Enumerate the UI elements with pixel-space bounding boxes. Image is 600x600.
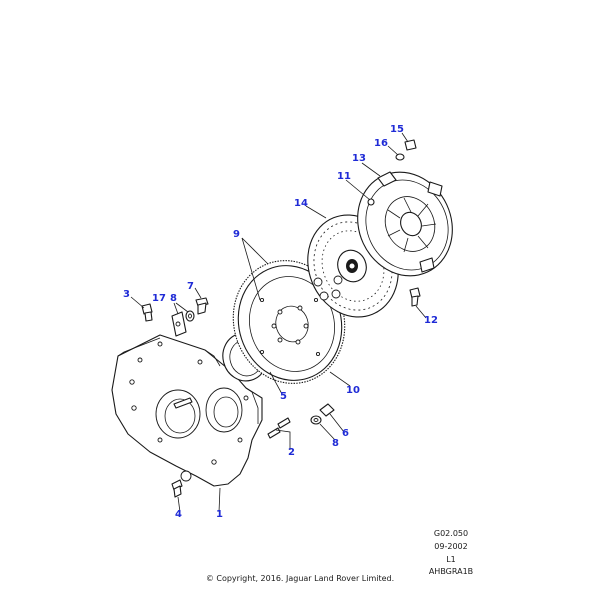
callout-12: 12	[424, 315, 438, 326]
callout-16: 16	[374, 138, 388, 149]
figure-date: 09-2002	[434, 542, 468, 551]
figure-code: G02.050	[433, 529, 469, 538]
dowels-2	[267, 417, 291, 439]
bolt-12	[409, 287, 421, 307]
bolt-4	[171, 479, 183, 498]
adaptor-plate	[111, 334, 263, 487]
callouts: 1 2 3 4 5 6 7 8 8 9 10 11 12 13 14 15 16…	[123, 124, 438, 520]
figure-level: L1	[446, 555, 456, 564]
callout-5: 5	[280, 391, 287, 402]
washer-8-upper	[185, 310, 195, 322]
callout-10: 10	[346, 385, 360, 396]
callout-15: 15	[390, 124, 404, 135]
callout-6: 6	[342, 428, 349, 439]
copyright-notice: © Copyright, 2016. Jaguar Land Rover Lim…	[205, 574, 395, 583]
callout-9: 9	[233, 229, 240, 240]
dowel-11	[367, 198, 375, 206]
bolt-6	[319, 403, 335, 417]
leader-lines	[130, 132, 427, 513]
callout-4: 4	[175, 509, 182, 520]
bolt-15	[404, 139, 417, 151]
callout-3: 3	[123, 289, 130, 300]
callout-8-lower: 8	[332, 438, 339, 449]
callout-11: 11	[337, 171, 351, 182]
bolt-7	[195, 297, 209, 315]
callout-14: 14	[294, 198, 308, 209]
pressure-plate-13	[357, 171, 453, 277]
callout-13: 13	[352, 153, 366, 164]
damper-springs	[313, 275, 343, 301]
callout-8-upper: 8	[170, 293, 177, 304]
callout-7: 7	[187, 281, 194, 292]
washer-8-lower	[310, 415, 322, 425]
bracket-17	[171, 311, 187, 337]
callout-1: 1	[216, 509, 223, 520]
screw-3	[141, 303, 153, 322]
washer-16	[395, 153, 405, 161]
callout-2: 2	[288, 447, 295, 458]
callout-17: 17	[152, 293, 166, 304]
figure-reference: AHBGRA1B	[428, 567, 474, 576]
